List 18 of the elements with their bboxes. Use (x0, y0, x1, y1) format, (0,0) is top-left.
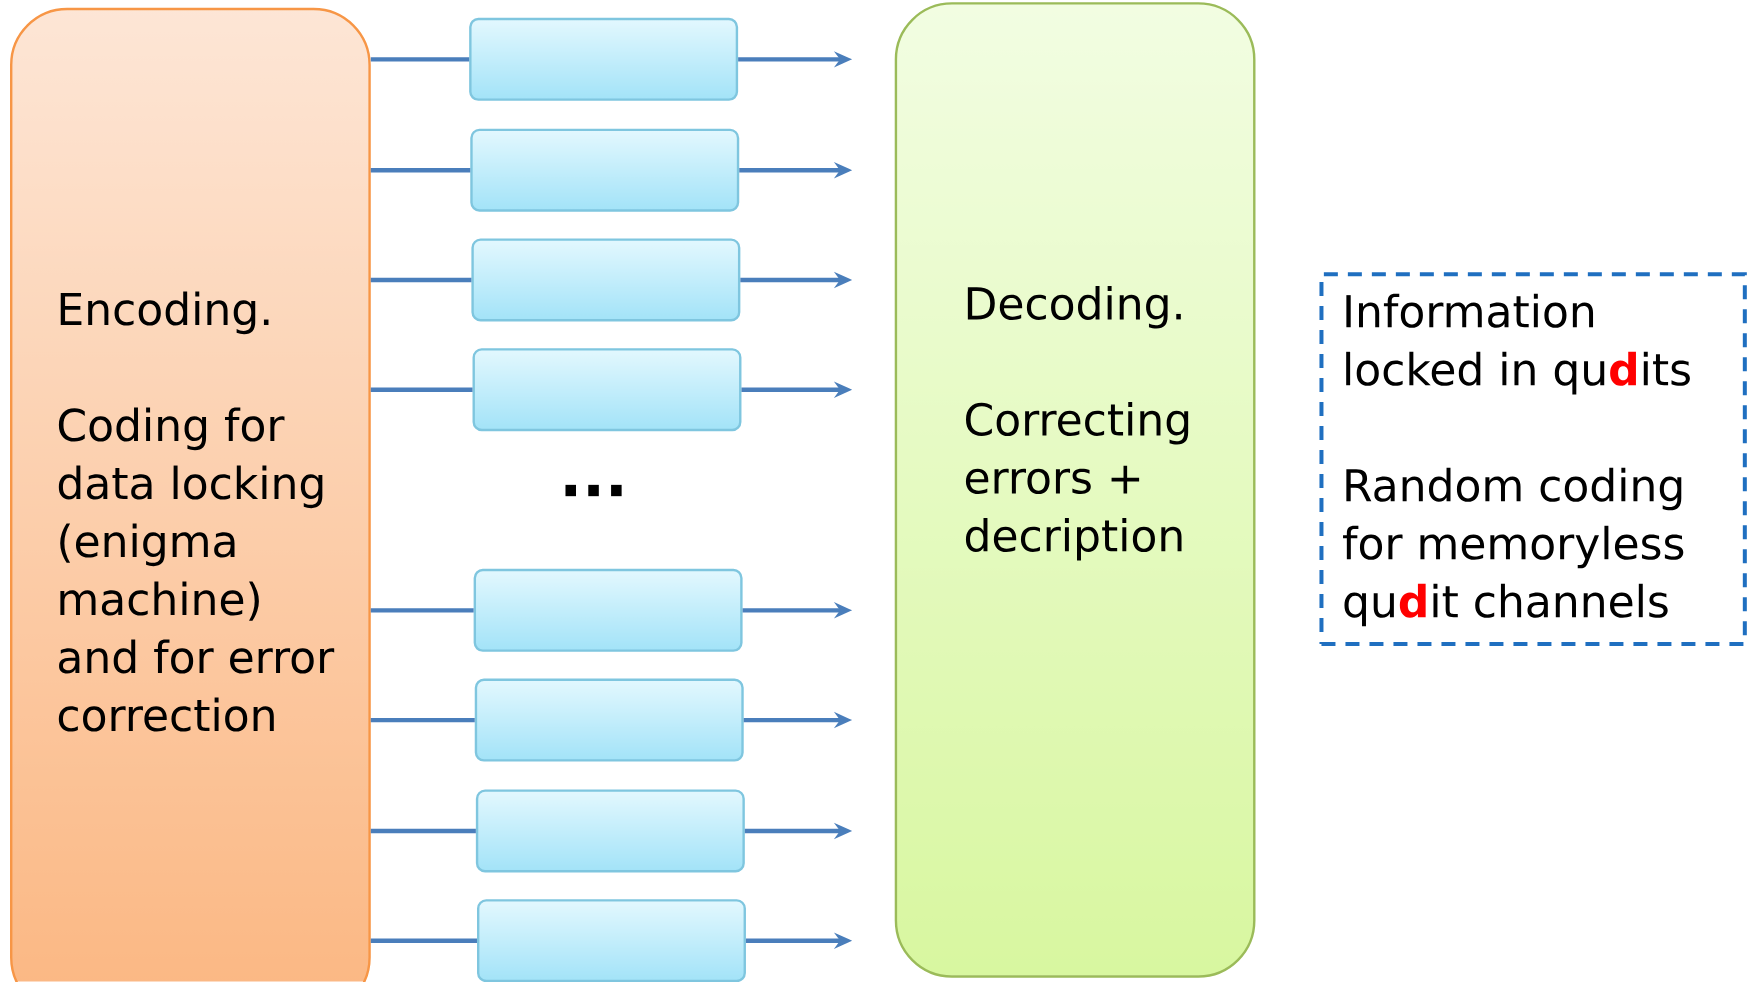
channel-box (469, 17, 739, 101)
process-box (10, 7, 371, 982)
channel-box (470, 128, 740, 212)
note-box (1319, 272, 1747, 646)
channel-box (477, 899, 746, 982)
channel-box (472, 348, 742, 432)
node-label: Decoding. (967, 285, 1181, 329)
channel-box (474, 678, 744, 762)
ellipsis: ... (565, 484, 622, 497)
channel-box (473, 568, 743, 652)
process-box (894, 2, 1256, 978)
node-label: Random coding for memoryless qudit channels (1343, 467, 1684, 627)
node-label: Information locked in qudits (1346, 293, 1690, 395)
node-label: Encoding. (60, 291, 269, 335)
node-label: Correcting errors + decription (965, 401, 1189, 561)
channel-box (475, 789, 745, 873)
channel-box (471, 238, 741, 322)
node-label: Coding for data locking (enigma machine) and for error correction (58, 407, 335, 732)
